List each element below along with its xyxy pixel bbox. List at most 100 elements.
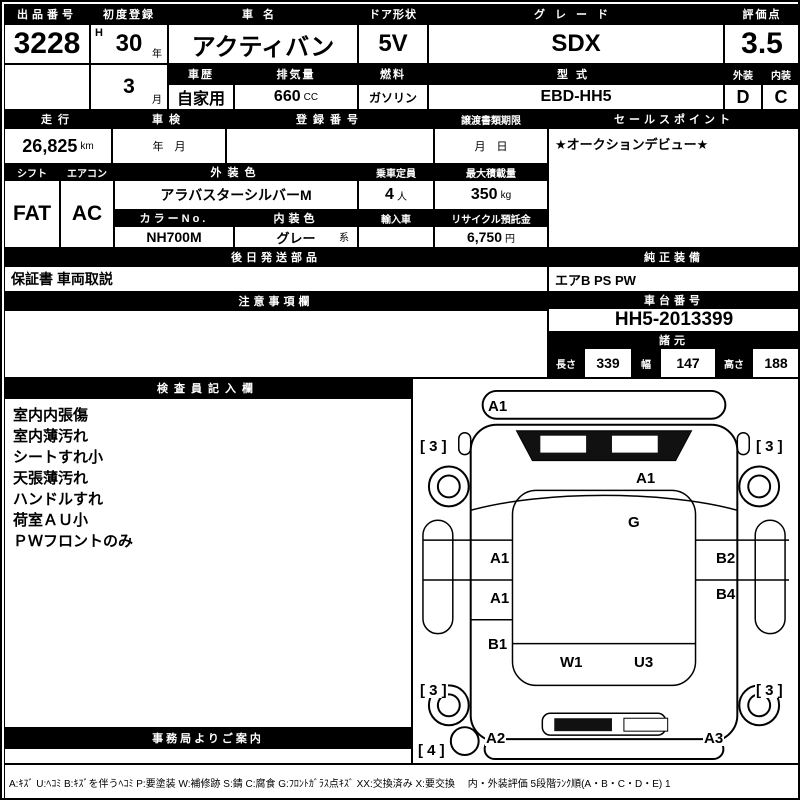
shift-value: FAT — [4, 180, 60, 248]
history-label: 車歴 — [168, 64, 234, 84]
damage-code-label: B4 — [715, 586, 737, 603]
damage-code-label: A3 — [703, 730, 725, 747]
displacement-value: 660 — [273, 88, 301, 105]
car-name-value: アクティバン — [168, 24, 358, 64]
length-label: 長さ — [548, 348, 584, 378]
width-value: 147 — [660, 348, 716, 378]
caution-notes-label: 注意事項欄 — [4, 292, 548, 310]
recycle-deposit-value: 6,750 — [466, 229, 503, 245]
auction-number-empty-cell — [4, 64, 90, 110]
damage-code-label: [ 4 ] — [417, 742, 446, 759]
height-label: 高さ — [716, 348, 752, 378]
width-label: 幅 — [632, 348, 660, 378]
windshield-left-panel — [540, 435, 587, 453]
length-value: 339 — [584, 348, 632, 378]
inspection-value-cell: 年 月 — [112, 128, 226, 164]
door-shape-value: 5V — [358, 24, 428, 64]
damage-code-label: A1 — [635, 470, 657, 487]
fuel-label: 燃料 — [358, 64, 428, 84]
model-code-value: EBD-HH5 — [428, 84, 724, 110]
max-load-value-cell: 350 kg — [434, 180, 548, 210]
mileage-value: 26,825 — [22, 135, 78, 156]
recycle-deposit-label: リサイクル預託金 — [434, 210, 548, 226]
roof-outline — [511, 489, 697, 687]
interior-color-value: グレー — [276, 230, 316, 246]
registration-number-value — [226, 128, 434, 164]
rear-license-plate — [623, 717, 669, 732]
recycle-deposit-unit: 円 — [505, 233, 516, 245]
exterior-color-label: 外装色 — [114, 164, 358, 180]
registration-number-label: 登録番号 — [226, 110, 434, 128]
grade-label: グレード — [428, 4, 724, 24]
damage-code-label: A1 — [489, 590, 511, 607]
windshield-right-panel — [611, 435, 658, 453]
import-value — [358, 226, 434, 248]
chassis-number-value: HH5-2013399 — [548, 308, 798, 332]
auction-number-value: 3228 — [4, 24, 90, 64]
transfer-deadline-value: 月 日 — [434, 128, 548, 164]
rear-garnish — [554, 718, 612, 732]
color-number-value: NH700M — [114, 226, 234, 248]
mileage-unit: km — [80, 140, 94, 152]
damage-code-label: [ 3 ] — [419, 682, 448, 699]
damage-code-legend: A:ｷｽﾞ U:ﾍｺﾐ B:ｷｽﾞを伴うﾍｺﾐ P:要塗装 W:補修跡 S:錆 … — [4, 764, 798, 798]
first-registration-year-cell: H 30 年 — [90, 24, 168, 64]
right-sill — [754, 519, 786, 635]
damage-code-label: B1 — [487, 636, 509, 653]
displacement-label: 排気量 — [234, 64, 358, 84]
door-shape-label: ドア形状 — [358, 4, 428, 24]
office-information-area — [4, 748, 412, 764]
inspector-note-line: 室内薄汚れ — [13, 428, 89, 445]
front-bumper — [481, 389, 727, 420]
inspection-label: 車検 — [112, 110, 226, 128]
inspector-note-line: ＰＷフロントのみ — [13, 533, 134, 550]
era-letter: H — [95, 27, 103, 39]
inspector-note-line: 荷室ＡＵ小 — [13, 512, 89, 529]
max-load-unit: kg — [500, 189, 512, 201]
inspector-entry-label: 検査員記入欄 — [4, 378, 412, 398]
first-registration-label: 初度登録 — [90, 4, 168, 24]
color-number-label: カラーNo. — [114, 210, 234, 226]
grade-value: SDX — [428, 24, 724, 64]
damage-code-label: A1 — [489, 550, 511, 567]
damage-code-label: B2 — [715, 550, 737, 567]
displacement-unit: CC — [303, 91, 319, 103]
score-label: 評価点 — [724, 4, 798, 24]
recycle-deposit-value-cell: 6,750 円 — [434, 226, 548, 248]
chassis-number-label: 車台番号 — [548, 292, 798, 308]
caution-notes-area — [4, 310, 548, 378]
sales-point-label: セールスポイント — [548, 110, 798, 128]
auction-number-label: 出品番号 — [4, 4, 90, 24]
later-parts-value: 保証書 車両取説 — [4, 266, 548, 292]
body-outline — [469, 423, 739, 743]
transfer-deadline-label: 譲渡書類期限 — [434, 110, 548, 128]
inspector-note-line: ハンドルすれ — [13, 491, 104, 508]
damage-code-label: [ 3 ] — [419, 438, 448, 455]
exterior-color-value: アラバスターシルバーM — [114, 180, 358, 210]
left-sill — [422, 519, 454, 635]
car-name-label: 車名 — [168, 4, 358, 24]
genuine-equipment-label: 純正装備 — [548, 248, 798, 266]
damage-code-label: [ 3 ] — [755, 682, 784, 699]
first-registration-month-cell: 3 月 — [90, 64, 168, 110]
mileage-label: 走行 — [4, 110, 112, 128]
aircon-label: エアコン — [60, 164, 114, 180]
month-unit: 月 — [152, 95, 162, 106]
interior-grade-label: 内装 — [762, 64, 798, 84]
capacity-unit: 人 — [396, 191, 407, 203]
damage-code-label: W1 — [559, 654, 584, 671]
model-code-label: 型式 — [428, 64, 724, 84]
capacity-value-cell: 4 人 — [358, 180, 434, 210]
sales-point-value: ★オークションデビュー★ — [548, 128, 798, 248]
dimensions-label: 諸元 — [548, 332, 798, 348]
inspector-note-line: シートすれ小 — [13, 449, 104, 466]
interior-color-label: 内装色 — [234, 210, 358, 226]
interior-grade-value: C — [762, 84, 798, 110]
damage-code-label: U3 — [633, 654, 655, 671]
damage-code-label: G — [627, 514, 641, 531]
height-value: 188 — [752, 348, 798, 378]
damage-code-label: [ 3 ] — [755, 438, 784, 455]
